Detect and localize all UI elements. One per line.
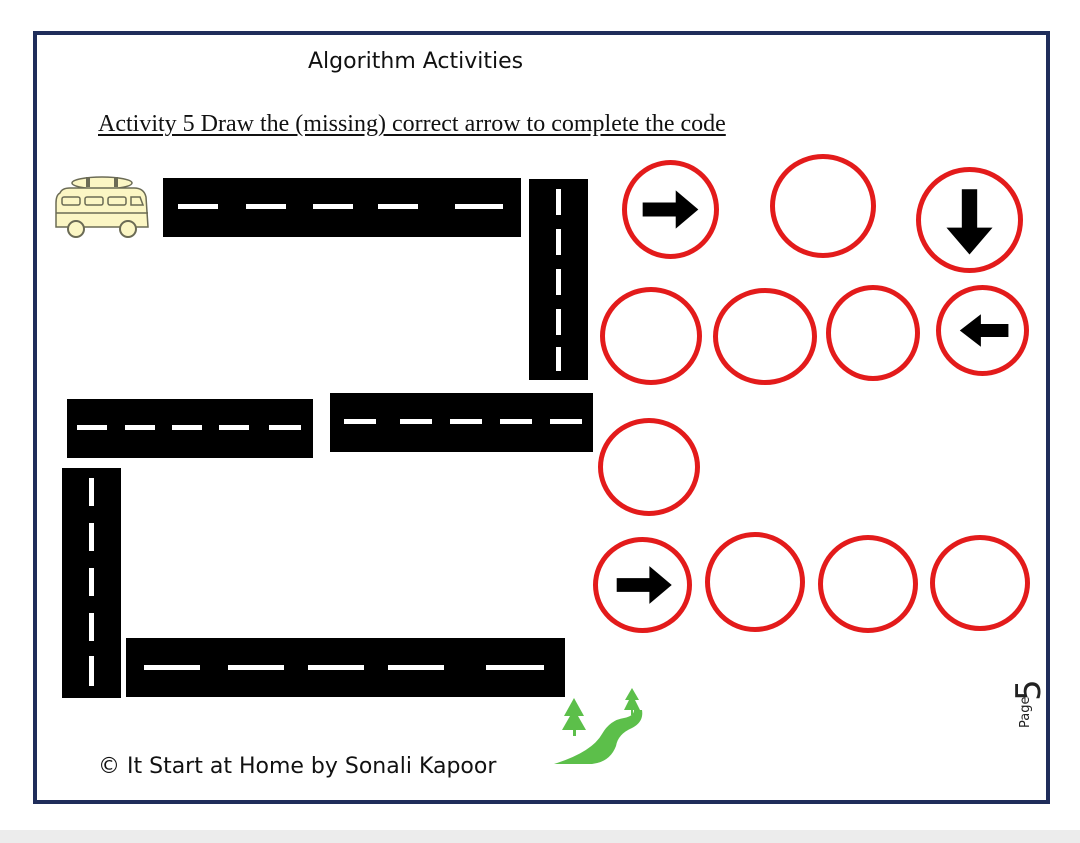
road-trees-icon xyxy=(552,686,648,766)
answer-slot[interactable] xyxy=(598,418,700,516)
answer-slot[interactable] xyxy=(622,160,719,259)
road-segment xyxy=(67,399,313,458)
worksheet-frame xyxy=(33,31,1050,804)
arrow-right-icon xyxy=(642,190,699,229)
road-segment xyxy=(62,468,121,698)
road-segment xyxy=(163,178,521,237)
viewer-bottom-strip xyxy=(0,830,1080,843)
document-title: Algorithm Activities xyxy=(308,49,524,74)
road-segment xyxy=(330,393,593,452)
answer-slot[interactable] xyxy=(936,285,1029,376)
arrow-down-icon xyxy=(946,189,993,255)
page-number: 5 xyxy=(1008,679,1049,701)
arrow-left-icon xyxy=(959,314,1009,347)
answer-slot[interactable] xyxy=(930,535,1030,631)
answer-slot[interactable] xyxy=(916,167,1023,273)
road-segment xyxy=(529,179,588,380)
page-label: Page xyxy=(1018,696,1033,728)
camper-van-icon xyxy=(52,171,152,243)
road-segment xyxy=(126,638,565,697)
answer-slot[interactable] xyxy=(600,287,702,385)
answer-slot[interactable] xyxy=(713,288,817,385)
answer-slot[interactable] xyxy=(818,535,918,633)
activity-heading: Activity 5 Draw the (missing) correct ar… xyxy=(98,111,726,137)
arrow-right-icon xyxy=(616,566,672,604)
answer-slot[interactable] xyxy=(705,532,805,632)
copyright-notice: © It Start at Home by Sonali Kapoor xyxy=(98,754,497,779)
answer-slot[interactable] xyxy=(826,285,920,381)
answer-slot[interactable] xyxy=(770,154,876,258)
answer-slot[interactable] xyxy=(593,537,692,633)
page-indicator: Page 5 xyxy=(1008,676,1052,732)
